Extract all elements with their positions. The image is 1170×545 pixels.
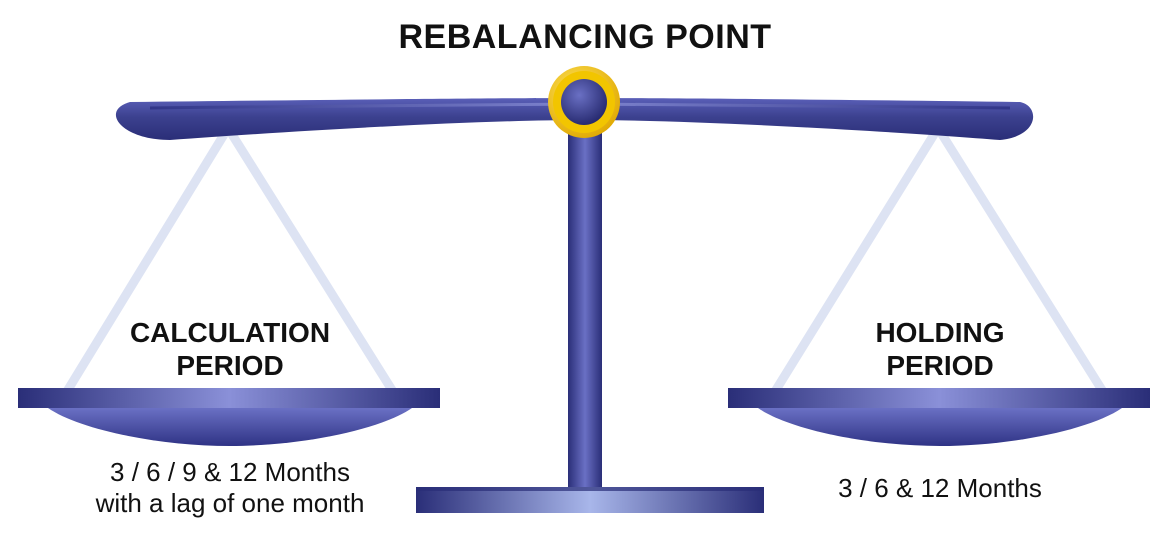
calculation-period-months: 3 / 6 / 9 & 12 Months (110, 457, 350, 487)
holding-period-title: HOLDING PERIOD (790, 316, 1090, 382)
calculation-period-title-line2: PERIOD (176, 350, 284, 381)
holding-period-months: 3 / 6 & 12 Months (838, 473, 1042, 503)
calculation-period-details: 3 / 6 / 9 & 12 Months with a lag of one … (20, 457, 440, 519)
left-pan-strings (53, 123, 407, 411)
calculation-period-title: CALCULATION PERIOD (80, 316, 380, 382)
holding-period-title-line1: HOLDING (875, 317, 1005, 348)
calculation-period-lag: with a lag of one month (95, 488, 365, 518)
holding-period-details: 3 / 6 & 12 Months (730, 473, 1150, 504)
left-pan (18, 388, 440, 446)
holding-period-title-line2: PERIOD (886, 350, 994, 381)
right-pan (728, 388, 1150, 446)
scale-base (416, 487, 764, 513)
diagram-title: REBALANCING POINT (398, 18, 772, 56)
scale-pole (568, 110, 602, 492)
calculation-period-title-line1: CALCULATION (129, 317, 331, 348)
pivot-knob (548, 66, 620, 138)
right-pan-strings (761, 123, 1117, 411)
